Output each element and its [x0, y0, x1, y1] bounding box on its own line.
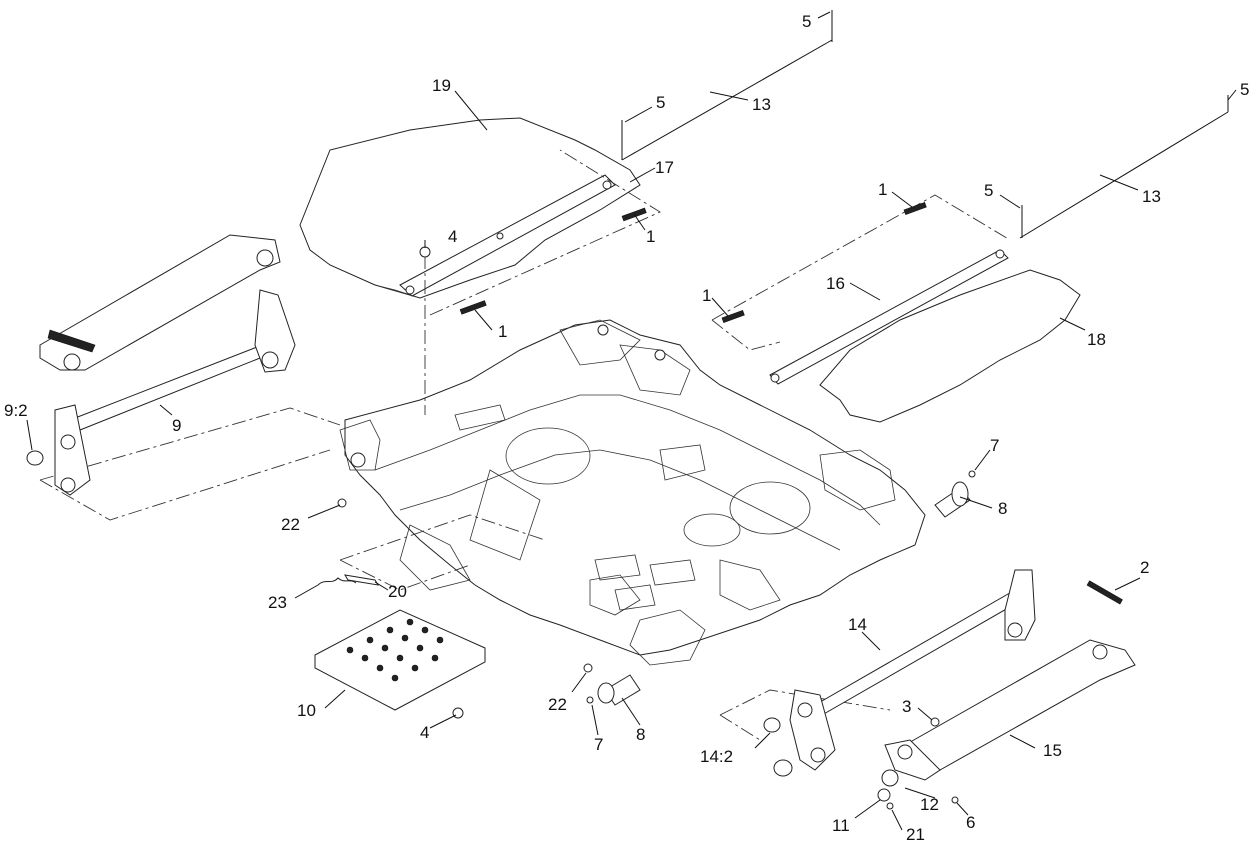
callout-1: 1	[646, 227, 655, 246]
bracket-16	[769, 249, 1009, 385]
left-cover-19	[299, 117, 641, 299]
right-cover-plane	[711, 194, 1011, 351]
callout-1: 1	[702, 286, 711, 305]
pivot-8-right	[934, 481, 971, 518]
callout-5: 5	[1240, 80, 1249, 99]
plate-10-plane	[339, 514, 546, 591]
callout-1: 1	[878, 180, 887, 199]
callout-8: 8	[636, 725, 645, 744]
rod-13-upper	[621, 39, 833, 161]
callout-2: 2	[1140, 558, 1149, 577]
spring-1c	[903, 201, 927, 215]
leader-lines	[26, 11, 1237, 831]
chain-23	[317, 577, 357, 586]
callout-7: 7	[990, 436, 999, 455]
bolt-22b	[583, 663, 593, 673]
clip-11	[877, 788, 891, 802]
right-cover-18	[819, 269, 1081, 423]
callout-14-2: 14:2	[700, 747, 733, 766]
callout-13: 13	[752, 95, 771, 114]
callout-20: 20	[388, 582, 407, 601]
callout-22: 22	[281, 515, 300, 534]
deck-frame	[339, 319, 926, 666]
nut-3	[930, 717, 940, 727]
callout-19: 19	[432, 76, 451, 95]
callout-9-2: 9:2	[4, 401, 28, 420]
nut-4b	[452, 707, 464, 719]
callout-3: 3	[902, 697, 911, 716]
callout-6: 6	[966, 813, 975, 832]
callout-11: 11	[832, 816, 850, 835]
callout-22: 22	[548, 695, 567, 714]
callout-23: 23	[268, 593, 287, 612]
callout-21: 21	[906, 825, 925, 844]
callout-13: 13	[1142, 187, 1161, 206]
nut-4a	[419, 246, 431, 258]
left-cover-plane	[429, 149, 661, 316]
lift-arm-15	[884, 639, 1136, 781]
spring-2	[1086, 580, 1123, 605]
callout-7: 7	[594, 735, 603, 754]
clip-12	[881, 769, 899, 787]
callout-17: 17	[655, 158, 674, 177]
callout-18: 18	[1087, 330, 1106, 349]
callout-16: 16	[826, 274, 845, 293]
callout-10: 10	[297, 701, 316, 720]
plate-10-holes	[346, 618, 444, 682]
bracket-17	[399, 174, 616, 297]
callouts: 5 19 5 13 5 17 1 4 1 5 13 1 16 1 18 9:2 …	[4, 12, 1249, 844]
rod-20	[344, 574, 379, 586]
pivot-8-front	[597, 674, 641, 706]
callout-1: 1	[498, 322, 507, 341]
pin-21	[886, 802, 894, 810]
spring-1d	[721, 309, 745, 323]
callout-9: 9	[172, 416, 181, 435]
callout-5: 5	[984, 181, 993, 200]
callout-5: 5	[802, 12, 811, 31]
rod-13-right	[1019, 111, 1229, 239]
bolt-7a	[968, 470, 976, 478]
callout-4: 4	[420, 723, 429, 742]
rod-14-plane	[719, 689, 891, 741]
pin-6	[951, 796, 959, 804]
callout-12: 12	[920, 795, 939, 814]
rod-9-plane	[39, 407, 341, 521]
rod-9	[26, 289, 296, 496]
callout-4: 4	[448, 227, 457, 246]
callout-15: 15	[1043, 741, 1062, 760]
left-lift-arm	[39, 234, 281, 371]
callout-14: 14	[848, 615, 867, 634]
callout-8: 8	[998, 499, 1007, 518]
spring-1b	[459, 300, 487, 315]
plate-10	[314, 609, 486, 711]
bolt-7b	[586, 696, 594, 704]
callout-5: 5	[656, 93, 665, 112]
rod-14	[763, 569, 1036, 777]
